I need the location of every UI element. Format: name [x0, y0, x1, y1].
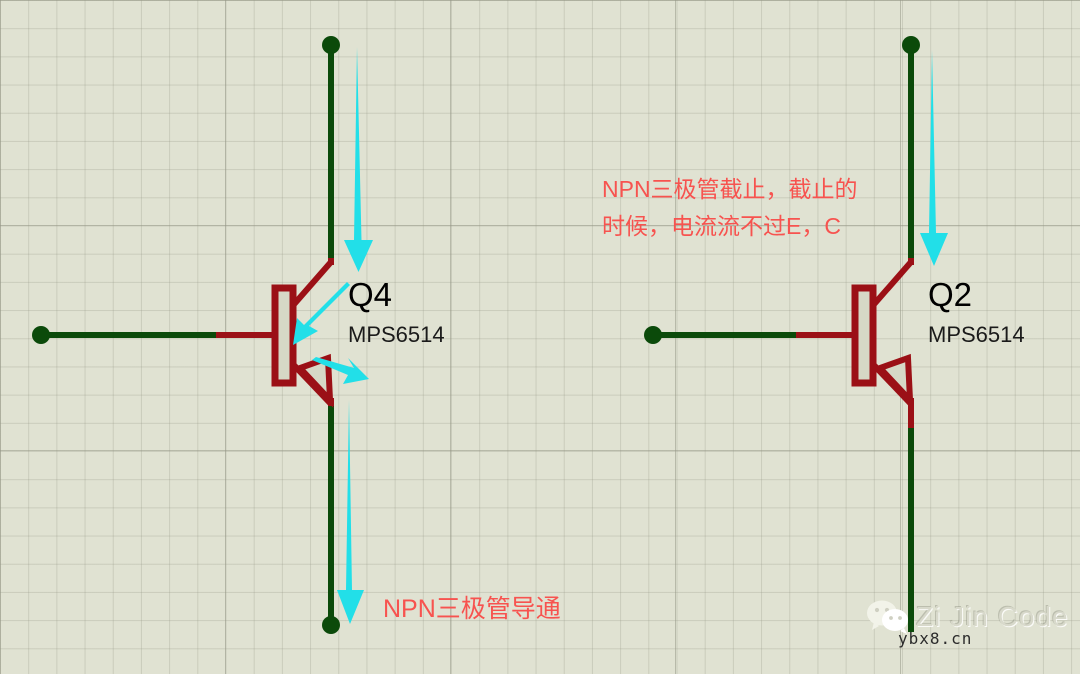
watermark: Zi Jin Code [866, 600, 1069, 634]
q2-current-arrows [920, 50, 948, 266]
q2-emitter-arrowhead [874, 353, 914, 408]
conducting-annotation: NPN三极管导通 [383, 595, 561, 623]
watermark-site-text: ybx8.cn [898, 629, 973, 648]
wechat-icon [867, 600, 908, 634]
current-arrow-emitter-down [337, 400, 364, 624]
q4-base-terminal-node [32, 326, 50, 344]
transistor-q4-group [32, 36, 340, 634]
q4-emitter-arrowhead [294, 353, 334, 408]
q4-base-bar [271, 284, 297, 387]
q2-designator-label: Q2 [928, 276, 973, 313]
current-arrow-collector-down [344, 47, 373, 272]
cutoff-annotation-line2: 时候，电流流不过E，C [602, 213, 841, 239]
q4-designator-label: Q4 [348, 276, 393, 313]
current-arrow-q2-collector-down [920, 50, 948, 266]
q2-collector-terminal-node [902, 36, 920, 54]
q4-emitter-terminal-node [322, 616, 340, 634]
transistor-q2-group [644, 36, 920, 632]
current-arrow-out-emitter [312, 357, 369, 384]
cutoff-annotation-line1: NPN三极管截止，截止的 [602, 176, 858, 202]
q4-current-arrows [293, 47, 373, 624]
current-arrow-into-base [293, 282, 350, 345]
q2-part-number-label: MPS6514 [928, 322, 1025, 347]
q4-collector-terminal-node [322, 36, 340, 54]
q4-part-number-label: MPS6514 [348, 322, 445, 347]
watermark-brand-text: Zi Jin Code [916, 601, 1069, 632]
q2-base-terminal-node [644, 326, 662, 344]
q2-base-bar [851, 284, 877, 387]
